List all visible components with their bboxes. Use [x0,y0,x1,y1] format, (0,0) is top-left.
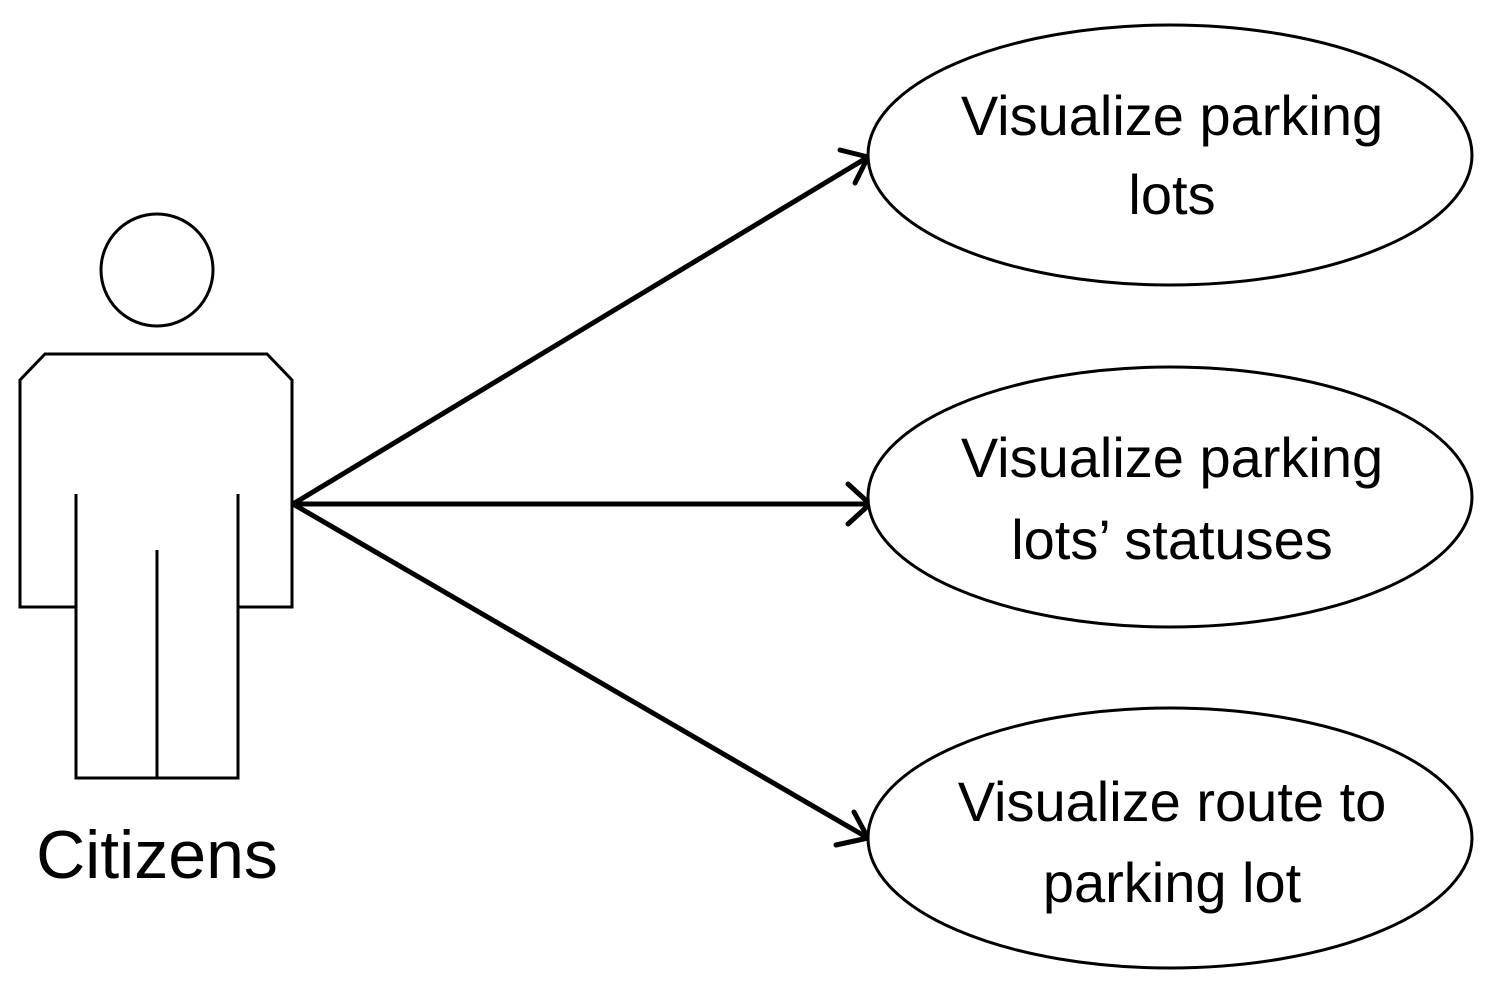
use-case-2-line-1: Visualize parking [961,426,1383,489]
actor-head [99,212,215,328]
use-case-ellipse-3 [866,706,1474,970]
use-case-ellipse-1 [866,23,1474,287]
use-case-3: Visualize route to parking lot [866,706,1474,970]
association-line-1 [290,154,871,507]
actor-label: Citizens [36,817,278,893]
use-case-ellipse-2 [866,365,1474,629]
use-case-1-line-2: lots [1128,163,1215,226]
actor-figure [18,212,294,780]
use-case-2: Visualize parking lots’ statuses [866,365,1474,629]
use-case-1: Visualize parking lots [866,23,1474,287]
use-case-3-line-1: Visualize route to [958,770,1387,833]
association-arrows [290,147,873,848]
use-case-3-line-2: parking lot [1043,851,1302,914]
use-case-2-line-2: lots’ statuses [1011,508,1333,571]
association-line-3 [290,501,871,841]
use-case-1-line-1: Visualize parking [961,84,1383,147]
